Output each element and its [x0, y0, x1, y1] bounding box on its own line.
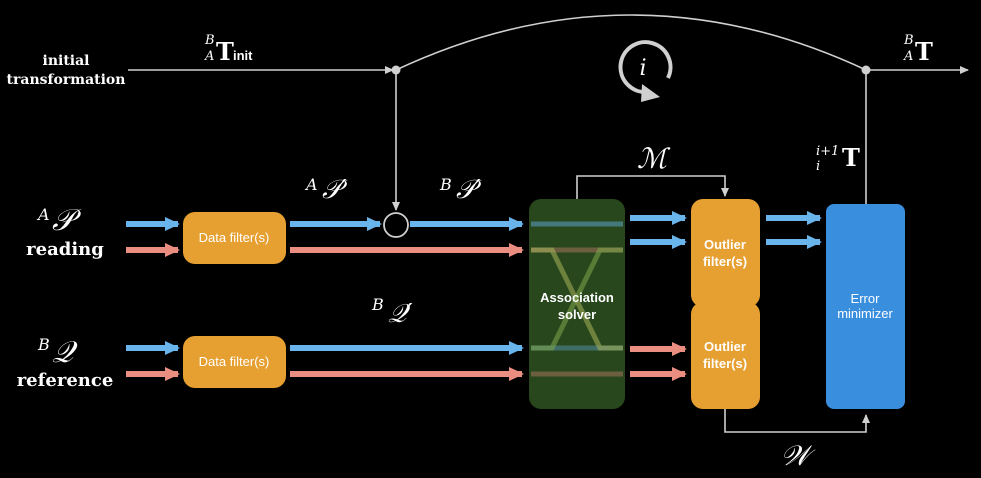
svg-text:Outlier: Outlier [704, 339, 746, 354]
reference-label: B 𝒬 reference [17, 335, 114, 391]
weight-label: 𝒲 [780, 439, 816, 472]
iteration-icon: i [618, 40, 673, 102]
svg-text:A: A [304, 175, 318, 194]
data-filter-top: Data filter(s) [183, 212, 286, 264]
svg-text:A: A [36, 205, 50, 224]
bq-prime-label: B 𝒬′ [371, 295, 413, 329]
error-minimizer-box: Error minimizer [826, 204, 905, 409]
svg-text:B: B [439, 175, 452, 194]
ap-prime-label: A 𝒫′ [304, 175, 348, 205]
svg-text:B: B [204, 33, 215, 48]
match-label: ℳ [637, 142, 671, 175]
svg-text:i+1: i+1 [816, 144, 839, 159]
svg-text:Data filter(s): Data filter(s) [199, 230, 270, 245]
svg-text:B: B [903, 33, 914, 48]
svg-text:solver: solver [558, 307, 596, 322]
svg-text:Outlier: Outlier [704, 237, 746, 252]
svg-text:Association: Association [540, 290, 614, 305]
transform-apply-circle [383, 212, 409, 238]
t-output-label: B A T [903, 33, 933, 66]
initial-label: initial [43, 53, 90, 69]
weight-connector [724, 409, 870, 433]
svg-text:𝒫: 𝒫 [52, 203, 82, 238]
outlier-filter-top: Outlier filter(s) [691, 199, 760, 307]
svg-text:T: T [915, 37, 933, 66]
svg-text:T: T [216, 37, 234, 66]
svg-text:𝒬: 𝒬 [52, 335, 78, 370]
svg-text:filter(s): filter(s) [703, 254, 747, 269]
svg-text:A: A [903, 49, 913, 64]
svg-text:𝒬′: 𝒬′ [388, 299, 413, 329]
svg-text:minimizer: minimizer [837, 306, 893, 321]
t-init-label: B A T init [204, 33, 253, 66]
transformation-label: transformation [7, 72, 126, 88]
bp-prime-label: B 𝒫′ [439, 175, 482, 205]
svg-text:𝒫′: 𝒫′ [322, 175, 348, 205]
svg-text:B: B [37, 335, 50, 354]
svg-text:T: T [842, 143, 860, 172]
svg-text:reading: reading [26, 239, 104, 260]
svg-text:A: A [204, 49, 214, 64]
svg-text:Data filter(s): Data filter(s) [199, 354, 270, 369]
svg-text:reference: reference [17, 370, 114, 391]
t-step-label: i+1 i T [816, 143, 860, 174]
svg-text:init: init [233, 48, 253, 63]
svg-text:filter(s): filter(s) [703, 356, 747, 371]
reading-label: A 𝒫 reading [26, 203, 104, 260]
association-solver-box: Association solver [529, 199, 625, 409]
svg-text:B: B [371, 295, 384, 314]
svg-text:i: i [816, 159, 820, 174]
svg-text:𝒫′: 𝒫′ [456, 175, 482, 205]
svg-text:Error: Error [851, 291, 881, 306]
data-filter-bottom: Data filter(s) [183, 336, 286, 388]
outlier-filter-bottom: Outlier filter(s) [691, 302, 760, 409]
match-connector [576, 175, 729, 199]
transform-line [128, 14, 969, 211]
svg-text:i: i [639, 56, 646, 81]
